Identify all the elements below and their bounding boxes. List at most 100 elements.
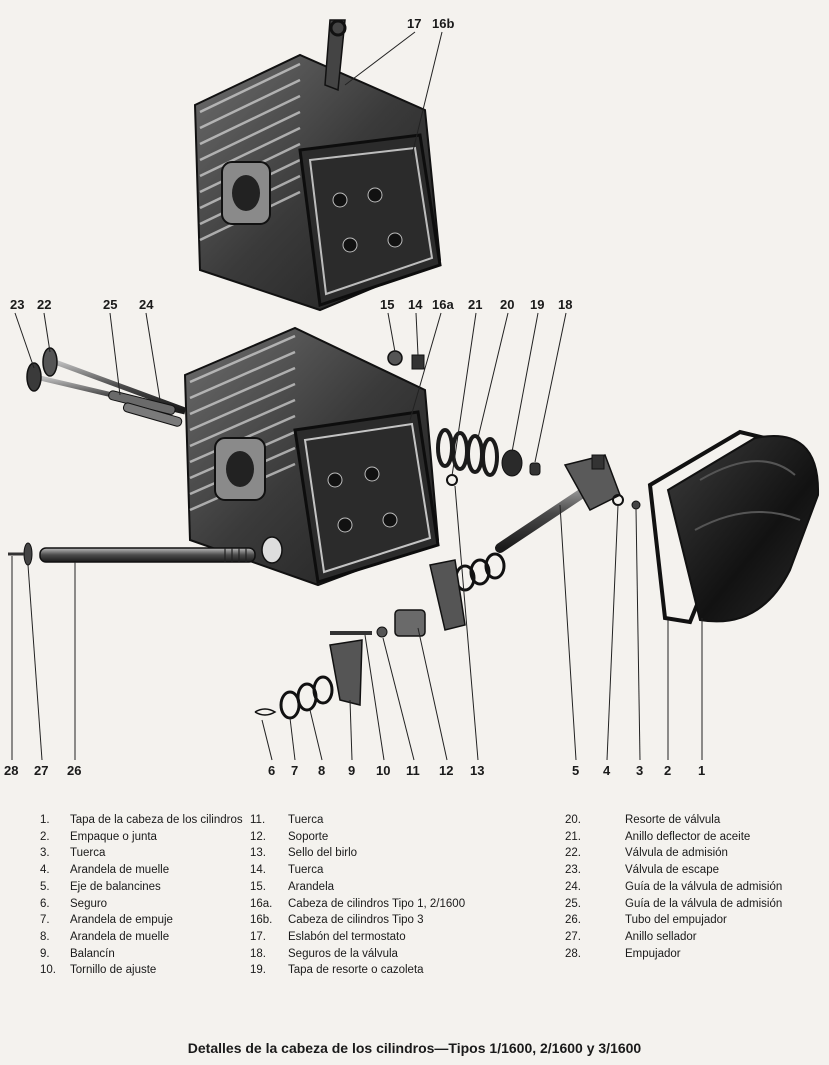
legend-item-text: Eje de balancines	[70, 880, 161, 893]
legend-item-text: Balancín	[70, 947, 115, 960]
legend-item-text: Tuerca	[288, 864, 324, 877]
legend-item-text: Seguro	[70, 897, 108, 910]
legend-item-text: Anillo sellador	[625, 930, 697, 943]
legend-item-number: 21.	[565, 830, 581, 843]
legend-item-text: Válvula de escape	[625, 864, 719, 877]
legend-item-text: Eslabón del termostato	[288, 930, 406, 943]
legend-item: 25.Guía de la válvula de admisión	[565, 896, 782, 913]
legend-item-text: Tubo del empujador	[625, 914, 727, 927]
legend-item: 27. Anillo sellador	[565, 929, 782, 946]
legend-item-number: 24.	[565, 880, 581, 893]
pushrod-tube-assembly	[8, 536, 283, 566]
legend-item-text: Tuerca	[70, 847, 106, 860]
legend-item: 1. Tapa de la cabeza de los cilindros	[40, 812, 243, 829]
legend-item: 22.Válvula de admisión	[565, 845, 782, 862]
legend-item-text: Anillo deflector de aceite	[625, 830, 751, 843]
legend-column-1: 1. Tapa de la cabeza de los cilindros 2. Em…	[40, 812, 243, 979]
legend-item-number: 27.	[565, 930, 581, 943]
legend-item-number: 14.	[250, 864, 266, 877]
legend-item-number: 16a.	[250, 897, 273, 910]
callout-10: 10	[376, 763, 390, 778]
callout-18: 18	[558, 297, 572, 312]
legend-item-number: 12.	[250, 830, 266, 843]
legend-item: 7.Arandela de empuje	[40, 912, 243, 929]
callout-22: 22	[37, 297, 51, 312]
legend-item-text: Sello del birlo	[288, 847, 358, 860]
legend-item-number: 5.	[40, 880, 50, 893]
legend-item: 5. Eje de balancines	[40, 879, 243, 896]
legend-item: 3.Tuerca	[40, 845, 243, 862]
callout-5: 5	[572, 763, 579, 778]
legend-item: 21. Anillo deflector de aceite	[565, 829, 782, 846]
callout-23: 23	[10, 297, 24, 312]
callout-12: 12	[439, 763, 453, 778]
legend-column-3: 20. Resorte de válvula 21. Anillo deflector…	[565, 812, 782, 962]
callout-11: 11	[406, 763, 420, 778]
legend-item: 18. Seguros de la válvula	[250, 946, 465, 963]
legend-item: 24. Guía de la válvula de admisión	[565, 879, 782, 896]
legend-item-number: 23.	[565, 864, 581, 877]
callout-16a: 16a	[432, 297, 454, 312]
callout-13: 13	[470, 763, 484, 778]
legend-item-text: Soporte	[288, 830, 329, 843]
callout-20: 20	[500, 297, 514, 312]
legend-item-number: 1.	[40, 814, 50, 826]
callout-15: 15	[380, 297, 394, 312]
legend-item-number: 2.	[40, 830, 50, 843]
legend-item: 20. Resorte de válvula	[565, 812, 782, 829]
legend-item-number: 25.	[565, 897, 581, 910]
rocker-shaft-assembly	[254, 454, 641, 720]
legend-item-number: 18.	[250, 947, 266, 960]
legend-item: 12. Soporte	[250, 829, 465, 846]
legend-item: 17. Eslabón del termostato	[250, 929, 465, 946]
callout-21: 21	[468, 297, 482, 312]
legend-item-number: 11.	[250, 814, 266, 826]
legend-item: 28.Empujador	[565, 946, 782, 963]
legend-item: 16b.Cabeza de cilindros Tipo 3	[250, 912, 465, 929]
legend-item: 14. Tuerca	[250, 862, 465, 879]
legend-item-text: Tuerca	[288, 814, 324, 826]
legend-item-text: Empaque o junta	[70, 830, 157, 843]
legend-item: 16a. Cabeza de cilindros Tipo 1, 2/1600	[250, 896, 465, 913]
legend-item-number: 19.	[250, 964, 266, 977]
legend-item-number: 10.	[40, 964, 56, 977]
callout-26: 26	[67, 763, 81, 778]
callout-1: 1	[698, 763, 705, 778]
legend-item: 19. Tapa de resorte o cazoleta	[250, 962, 465, 979]
legend-item-number: 20.	[565, 814, 581, 826]
legend-item: 8.Arandela de muelle	[40, 929, 243, 946]
legend-item: 4. Arandela de muelle	[40, 862, 243, 879]
legend-item: 2. Empaque o junta	[40, 829, 243, 846]
callout-6: 6	[268, 763, 275, 778]
legend-item: 9. Balancín	[40, 946, 243, 963]
legend-item-text: Guía de la válvula de admisión	[625, 880, 783, 893]
callout-28: 28	[4, 763, 18, 778]
callout-14: 14	[408, 297, 423, 312]
legend-item: 6. Seguro	[40, 896, 243, 913]
legend-item-text: Tapa de la cabeza de los cilindros	[70, 814, 243, 826]
legend-item-number: 6.	[40, 897, 50, 910]
legend-item-number: 9.	[40, 947, 50, 960]
callout-8: 8	[318, 763, 325, 778]
legend-item: 13.Sello del birlo	[250, 845, 465, 862]
cylinder-head-lower	[183, 326, 440, 587]
valve-spring-assembly	[436, 428, 541, 486]
callout-2: 2	[664, 763, 671, 778]
callout-16b: 16b	[432, 16, 454, 31]
legend-item-text: Válvula de admisión	[625, 847, 728, 860]
legend-item-text: Arandela	[288, 880, 335, 893]
legend-item-number: 15.	[250, 880, 266, 893]
legend-item-text: Arandela de muelle	[70, 864, 170, 877]
legend-item-text: Arandela de muelle	[70, 930, 170, 943]
legend-item-text: Cabeza de cilindros Tipo 1, 2/1600	[288, 897, 466, 910]
legend-item-number: 17.	[250, 930, 266, 943]
callout-25: 25	[103, 297, 117, 312]
legend-item-text: Resorte de válvula	[625, 814, 721, 826]
legend-item-text: Empujador	[625, 947, 681, 960]
legend-item-text: Tapa de resorte o cazoleta	[288, 964, 424, 977]
legend-item-number: 4.	[40, 864, 50, 877]
legend-item: 10.Tornillo de ajuste	[40, 962, 243, 979]
legend-item-text: Seguros de la válvula	[288, 947, 398, 960]
callout-19: 19	[530, 297, 544, 312]
